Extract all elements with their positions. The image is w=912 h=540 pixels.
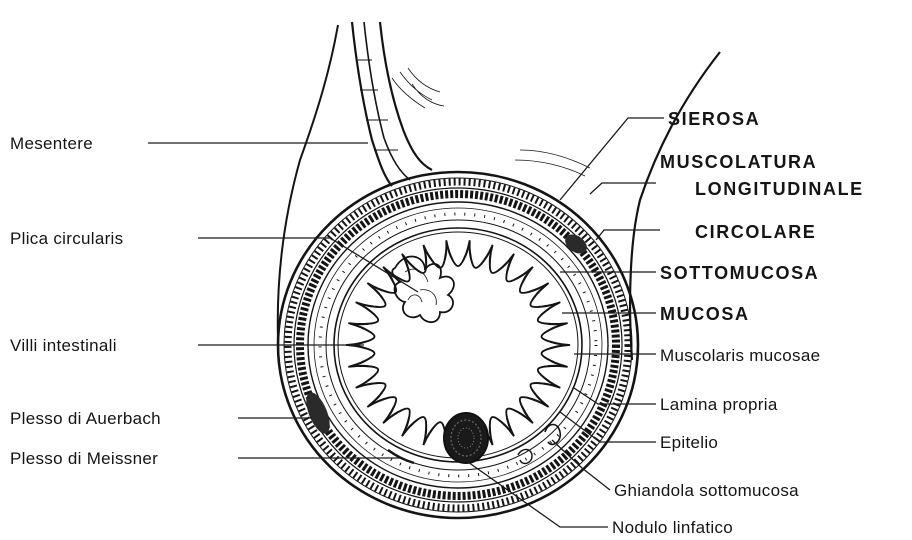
label-circolare: CIRCOLARE	[695, 222, 816, 242]
lymph-nodule	[444, 413, 488, 463]
label-sierosa: SIEROSA	[668, 109, 760, 129]
meissner-plexus	[388, 450, 414, 463]
label-plesso-meissner: Plesso di Meissner	[10, 449, 158, 468]
label-plesso-auerbach: Plesso di Auerbach	[10, 409, 161, 428]
label-longitudinale: LONGITUDINALE	[695, 179, 864, 199]
plica-circularis-fold	[392, 256, 454, 322]
label-lamina-propria: Lamina propria	[660, 395, 778, 414]
label-muscolaris-mucosae: Muscolaris mucosae	[660, 346, 820, 365]
label-mucosa: MUCOSA	[660, 304, 750, 324]
label-nodulo-linfatico: Nodulo linfatico	[612, 518, 733, 537]
label-plica-circularis: Plica circularis	[10, 229, 123, 248]
label-muscolatura: MUSCOLATURA	[660, 152, 817, 172]
mesentery-stalk	[352, 22, 432, 186]
label-villi-intestinali: Villi intestinali	[10, 336, 117, 355]
label-sottomucosa: SOTTOMUCOSA	[660, 263, 819, 283]
label-mesentere: Mesentere	[10, 134, 93, 153]
label-epitelio: Epitelio	[660, 433, 718, 452]
label-ghiandola-sottomucosa: Ghiandola sottomucosa	[614, 481, 799, 500]
